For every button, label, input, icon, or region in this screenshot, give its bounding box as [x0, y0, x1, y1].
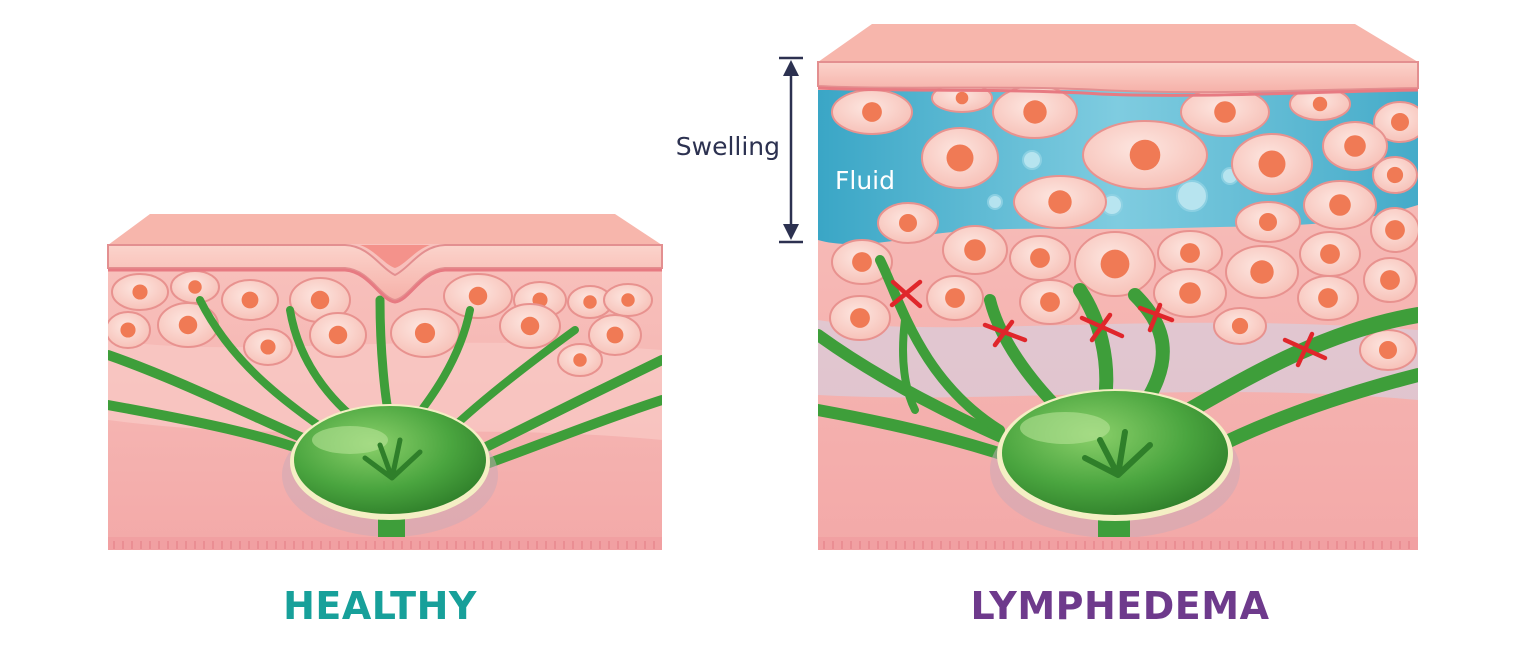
- lymph-vessel: [1182, 307, 1418, 418]
- lymph-vessel: [899, 316, 919, 414]
- lymphedema-skin-surface: [818, 24, 1418, 62]
- cell: [942, 225, 1008, 275]
- cell: [1009, 235, 1071, 281]
- cell: [1370, 207, 1418, 253]
- cell: [1297, 275, 1359, 321]
- lymph-vessel: [875, 255, 1005, 435]
- cell: [829, 295, 891, 341]
- lymph-vessel: [1203, 368, 1418, 457]
- cell: [289, 277, 351, 323]
- fluid-label: Fluid: [835, 166, 895, 195]
- cell: [1372, 156, 1418, 194]
- healthy-skin-surface: [108, 214, 662, 245]
- cell: [499, 303, 561, 349]
- cell: [108, 311, 151, 349]
- healthy-panel: [107, 214, 663, 550]
- cell: [1359, 329, 1417, 371]
- cell: [243, 328, 293, 366]
- cell: [877, 202, 939, 244]
- healthy-lymph-node: [282, 404, 498, 550]
- cell: [926, 275, 984, 321]
- lymphedema-cells: [829, 83, 1418, 371]
- cell: [1225, 245, 1299, 299]
- blockage-x-icon: [982, 319, 1028, 348]
- blockage-x-icon: [1137, 302, 1175, 333]
- blockage-x-icon: [1079, 312, 1125, 343]
- blockage-x-icon: [889, 279, 923, 309]
- lymph-vessel: [984, 294, 1066, 416]
- cell: [170, 270, 220, 304]
- swelling-label: Swelling: [675, 132, 780, 161]
- cell: [443, 273, 513, 319]
- healthy-base-ticks: [113, 541, 655, 549]
- cell: [1373, 101, 1418, 143]
- blockage-x-icon: [1282, 331, 1328, 368]
- lymph-vessel: [1073, 283, 1114, 407]
- cell: [1074, 231, 1156, 297]
- cell: [390, 308, 460, 358]
- cell: [992, 85, 1078, 139]
- blockage-markers: [889, 279, 1328, 368]
- cell: [557, 343, 603, 377]
- cell: [1235, 201, 1301, 243]
- cell: [1180, 87, 1270, 137]
- cell: [1363, 257, 1417, 303]
- lymph-vessel: [818, 329, 1026, 451]
- cell: [309, 312, 367, 358]
- cell: [603, 283, 653, 317]
- lymphedema-panel: [779, 24, 1419, 550]
- healthy-epidermis: [107, 244, 663, 302]
- lymphedema-caption: LYMPHEDEMA: [970, 584, 1270, 628]
- healthy-caption: HEALTHY: [283, 584, 477, 628]
- lymphedema-epidermis: [817, 61, 1419, 94]
- healthy-cells: [108, 270, 653, 377]
- swelling-height-arrow: [779, 56, 803, 244]
- lymphedema-base-ticks: [823, 541, 1410, 549]
- cell: [831, 239, 893, 285]
- lymphedema-lymph-node: [990, 389, 1240, 550]
- cell: [111, 273, 169, 311]
- lymph-vessel: [465, 355, 662, 460]
- cell: [1013, 175, 1107, 229]
- cell: [1082, 120, 1208, 190]
- cell: [1213, 307, 1267, 345]
- lymph-vessel: [1128, 288, 1170, 402]
- cell: [1231, 133, 1313, 195]
- lymph-vessel: [465, 395, 662, 475]
- cell: [921, 127, 999, 189]
- cell: [1153, 268, 1227, 318]
- cell: [588, 314, 642, 356]
- cell: [1299, 231, 1361, 277]
- cell: [1303, 180, 1377, 230]
- cell: [221, 279, 279, 321]
- cell: [831, 89, 913, 135]
- cell: [1322, 121, 1388, 171]
- cell: [1019, 279, 1081, 325]
